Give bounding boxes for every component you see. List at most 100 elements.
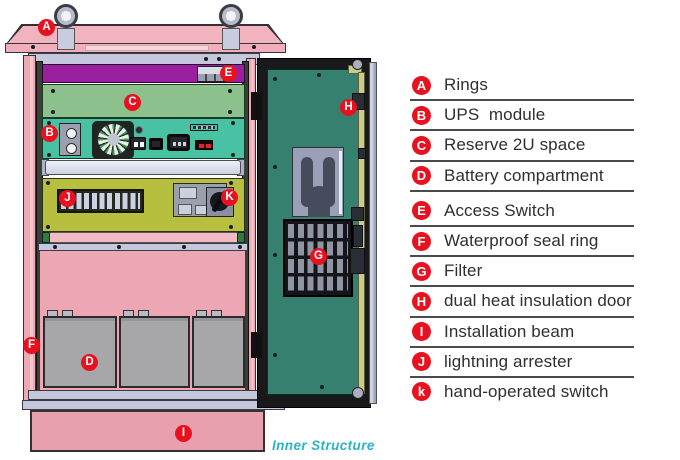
- screw: [51, 110, 55, 114]
- screw: [238, 245, 242, 249]
- roof-bolt: [252, 45, 256, 49]
- rod-latch: [351, 207, 364, 221]
- crossbeam: [45, 160, 241, 175]
- power-socket-1: [130, 137, 146, 150]
- diagram-caption: Inner Structure: [272, 438, 375, 453]
- battery-1: [43, 316, 117, 388]
- callout-f: F: [23, 337, 40, 354]
- ups-connector-module: [59, 123, 81, 156]
- round-button: [135, 126, 143, 134]
- legend-item-hand-switch: k hand-operated switch: [410, 378, 634, 406]
- legend-item-lightning-arrester: J lightning arrester: [410, 348, 634, 378]
- roof-band-stripe: [85, 45, 209, 51]
- reserve-2u-panel: [42, 84, 245, 118]
- access-module-top: [198, 67, 230, 74]
- callout-h: H: [340, 99, 357, 116]
- rod-bolt-bottom: [352, 387, 364, 399]
- rod-latch: [350, 248, 365, 274]
- legend-item-seal-ring: F Waterproof seal ring: [410, 227, 634, 258]
- battery-3: [192, 316, 245, 388]
- lifting-ring-right: [219, 4, 243, 28]
- bottom-sill-upper: [28, 390, 280, 400]
- door-screw: [273, 353, 277, 357]
- legend-item-insulation-door: H dual heat insulation door: [410, 287, 634, 318]
- callout-b: B: [41, 125, 58, 142]
- legend-badge: C: [412, 135, 431, 155]
- hinge-bottom: [251, 332, 262, 358]
- legend-label: Installation beam: [444, 321, 575, 341]
- door-bracket-plate: [292, 147, 344, 217]
- screw: [51, 89, 55, 93]
- rod-latch: [353, 225, 363, 247]
- screw: [46, 181, 50, 185]
- hinge-top: [251, 92, 262, 120]
- legend-badge: k: [412, 382, 431, 402]
- callout-j: J: [59, 190, 76, 207]
- legend-label: lightning arrester: [444, 351, 573, 371]
- legend-badge: I: [412, 322, 431, 342]
- access-switch-bar: [42, 64, 245, 83]
- roof-bolt: [31, 45, 35, 49]
- shelf-rail: [38, 243, 248, 251]
- cooling-fan: [96, 122, 131, 157]
- legend-badge: H: [412, 291, 431, 311]
- legend-label: Filter: [444, 261, 483, 281]
- legend-badge: A: [412, 75, 431, 95]
- door-screw: [317, 73, 321, 77]
- rod-bolt-top: [352, 59, 363, 70]
- legend-label: Battery compartment: [444, 165, 604, 185]
- legend-label: Reserve 2U space: [444, 135, 586, 155]
- door-screw: [273, 253, 277, 257]
- legend-label: Access Switch: [444, 200, 555, 220]
- door-screw: [273, 165, 277, 169]
- legend-badge: E: [412, 201, 431, 221]
- legend-label: Rings: [444, 75, 488, 95]
- callout-c: C: [124, 94, 141, 111]
- legend-badge: J: [412, 352, 431, 372]
- ring-post-left: [57, 28, 75, 50]
- callout-g: G: [310, 248, 327, 265]
- lower-pink-strip: [42, 232, 245, 243]
- legend-label: Waterproof seal ring: [444, 231, 599, 251]
- cabinet-diagram: A E C B J K F D G H I Inner Structure: [5, 4, 377, 453]
- door-screw: [273, 77, 277, 81]
- strip-bracket-right: [237, 232, 245, 243]
- installation-beam: [30, 410, 265, 452]
- legend-badge: D: [412, 166, 431, 186]
- door-screw: [320, 385, 324, 389]
- callout-k: K: [221, 189, 238, 206]
- led-display: [195, 140, 213, 150]
- screw: [117, 245, 121, 249]
- screw: [228, 110, 232, 114]
- rail-bolt: [217, 57, 221, 61]
- legend-badge: B: [412, 105, 431, 125]
- strip-bracket-left: [42, 232, 50, 243]
- callout-i: I: [175, 425, 192, 442]
- label-strip: [190, 124, 218, 131]
- lifting-ring-left: [54, 4, 78, 28]
- rail-bolt: [204, 57, 208, 61]
- legend-item-ups-module: B UPS module: [410, 101, 634, 132]
- screw: [47, 121, 51, 125]
- callout-d: D: [81, 354, 98, 371]
- screw: [228, 89, 232, 93]
- callout-e: E: [220, 65, 237, 82]
- legend-label: UPS module: [444, 105, 546, 125]
- legend-item-filter: G Filter: [410, 257, 634, 288]
- battery-2: [119, 316, 190, 388]
- legend-item-access-switch: E Access Switch: [410, 197, 634, 227]
- legend-item-installation-beam: I Installation beam: [410, 318, 634, 348]
- screw: [46, 225, 50, 229]
- legend-item-battery-compartment: D Battery compartment: [410, 162, 634, 192]
- hand-switch-plate: [173, 183, 234, 217]
- door-outer-edge: [369, 62, 377, 404]
- screw: [53, 245, 57, 249]
- ring-post-right: [222, 28, 240, 50]
- screw: [229, 225, 233, 229]
- legend-item-reserve-space: C Reserve 2U space: [410, 131, 634, 162]
- legend-label: hand-operated switch: [444, 381, 609, 401]
- screw: [47, 153, 51, 157]
- screw: [231, 153, 235, 157]
- legend-item-rings: A Rings: [410, 71, 634, 102]
